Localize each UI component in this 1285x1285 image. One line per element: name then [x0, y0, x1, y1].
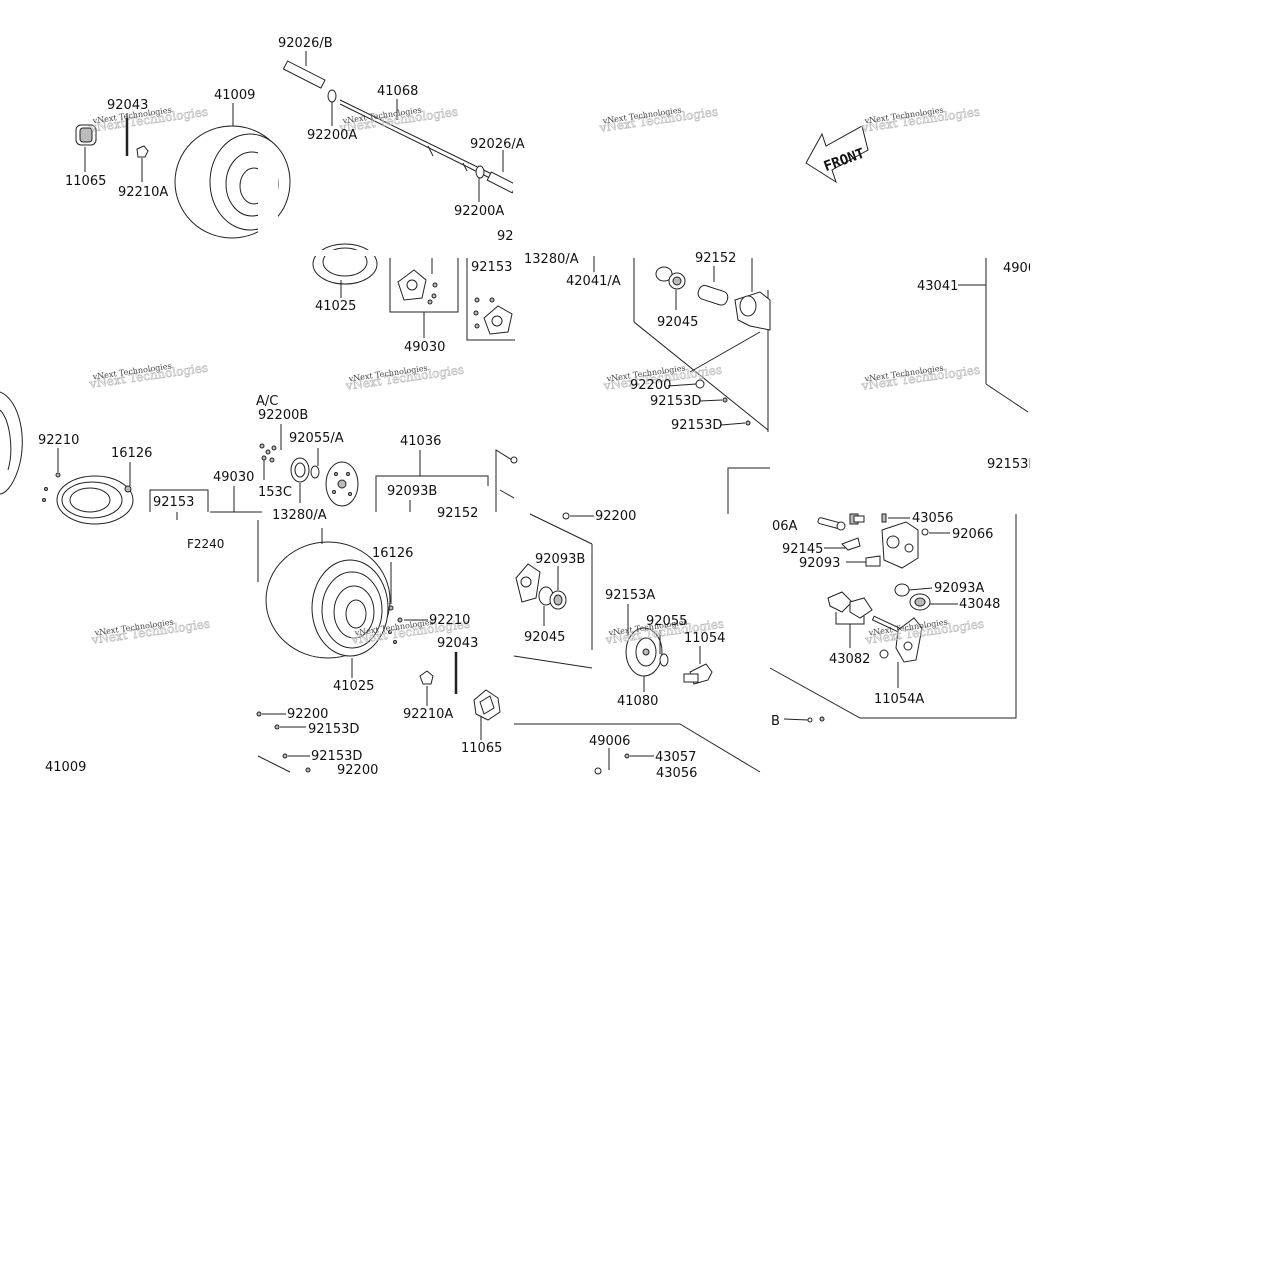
part-label: 92093B: [387, 484, 437, 499]
part-label: 11065: [461, 741, 502, 756]
part-label: 43041: [917, 279, 958, 294]
part-label: 92026/A: [470, 137, 525, 152]
part-label: 92152: [437, 506, 478, 521]
part-label: 16126: [372, 546, 413, 561]
part-label: 43057: [655, 750, 696, 765]
part-label: 92153A: [605, 588, 655, 603]
part-label: 92153D: [311, 749, 362, 764]
part-label: 92045: [524, 630, 565, 645]
part-label: 49006: [589, 734, 630, 749]
part-label: 11054A: [874, 692, 924, 707]
part-label: 92153E: [987, 457, 1037, 472]
part-label: 92152: [695, 251, 736, 266]
front-arrow-icon: FRONT: [805, 125, 869, 184]
part-label: 13280/A: [524, 252, 579, 267]
part-label: 43056: [912, 511, 953, 526]
part-label: 92093: [799, 556, 840, 571]
part-label: A/C: [256, 394, 278, 409]
tile-knuckle: [513, 512, 761, 775]
part-label: 43082: [829, 652, 870, 667]
tile-rear-axle: [75, 20, 533, 260]
part-label: 92210A: [403, 707, 453, 722]
tile-left-wheel: [0, 391, 209, 525]
part-label: 92153D: [650, 394, 701, 409]
part-label: 92145: [782, 542, 823, 557]
part-label: 92210A: [118, 185, 168, 200]
part-label: 42041/A: [566, 274, 621, 289]
part-label: 41068: [377, 84, 418, 99]
part-label: 41025: [315, 299, 356, 314]
part-label: 41009: [214, 88, 255, 103]
part-label: 92200: [287, 707, 328, 722]
part-label: 153C: [258, 485, 292, 500]
part-label: 92055/A: [289, 431, 344, 446]
part-label: 41036: [400, 434, 441, 449]
part-label: 92026/B: [278, 36, 333, 51]
part-label: B: [771, 714, 780, 729]
part-label: 92200B: [258, 408, 308, 423]
part-label: 92093A: [934, 581, 984, 596]
part-label: 92153: [471, 260, 512, 275]
part-label: 92200: [337, 763, 378, 778]
part-label: 92: [497, 229, 514, 244]
part-label: 92210: [38, 433, 79, 448]
part-label: 92066: [952, 527, 993, 542]
part-label: 92210: [429, 613, 470, 628]
part-label: 43056: [656, 766, 697, 781]
part-label: 41025: [333, 679, 374, 694]
tile-caliper: [727, 467, 1017, 723]
part-label: 92153D: [671, 418, 722, 433]
part-label: 92045: [657, 315, 698, 330]
part-label: 92153: [153, 495, 194, 510]
part-label: 49030: [213, 470, 254, 485]
part-label: 11054: [684, 631, 725, 646]
part-label: 06A: [772, 519, 798, 534]
part-label: 92200: [595, 509, 636, 524]
part-label: 16126: [111, 446, 152, 461]
part-label: 41009: [45, 760, 86, 775]
part-label: 41080: [617, 694, 658, 709]
tile-center-cluster: [210, 424, 518, 513]
part-label: 49030: [404, 340, 445, 355]
part-label: 92200A: [307, 128, 357, 143]
part-label: 13280/A: [272, 508, 327, 523]
part-label: 11065: [65, 174, 106, 189]
tile-front-wheel: [256, 520, 501, 773]
part-label: 92093B: [535, 552, 585, 567]
part-label: 92153D: [308, 722, 359, 737]
part-label: 43048: [959, 597, 1000, 612]
part-label: 92200A: [454, 204, 504, 219]
part-label: 92043: [107, 98, 148, 113]
part-label: 92055: [646, 614, 687, 629]
figure-number: F2240: [187, 537, 224, 551]
tile-seams: [0, 246, 1285, 1285]
axle-shaft: [282, 60, 517, 194]
part-label: 92200: [630, 378, 671, 393]
part-label: 92043: [437, 636, 478, 651]
hubcap-11065: [75, 124, 97, 146]
